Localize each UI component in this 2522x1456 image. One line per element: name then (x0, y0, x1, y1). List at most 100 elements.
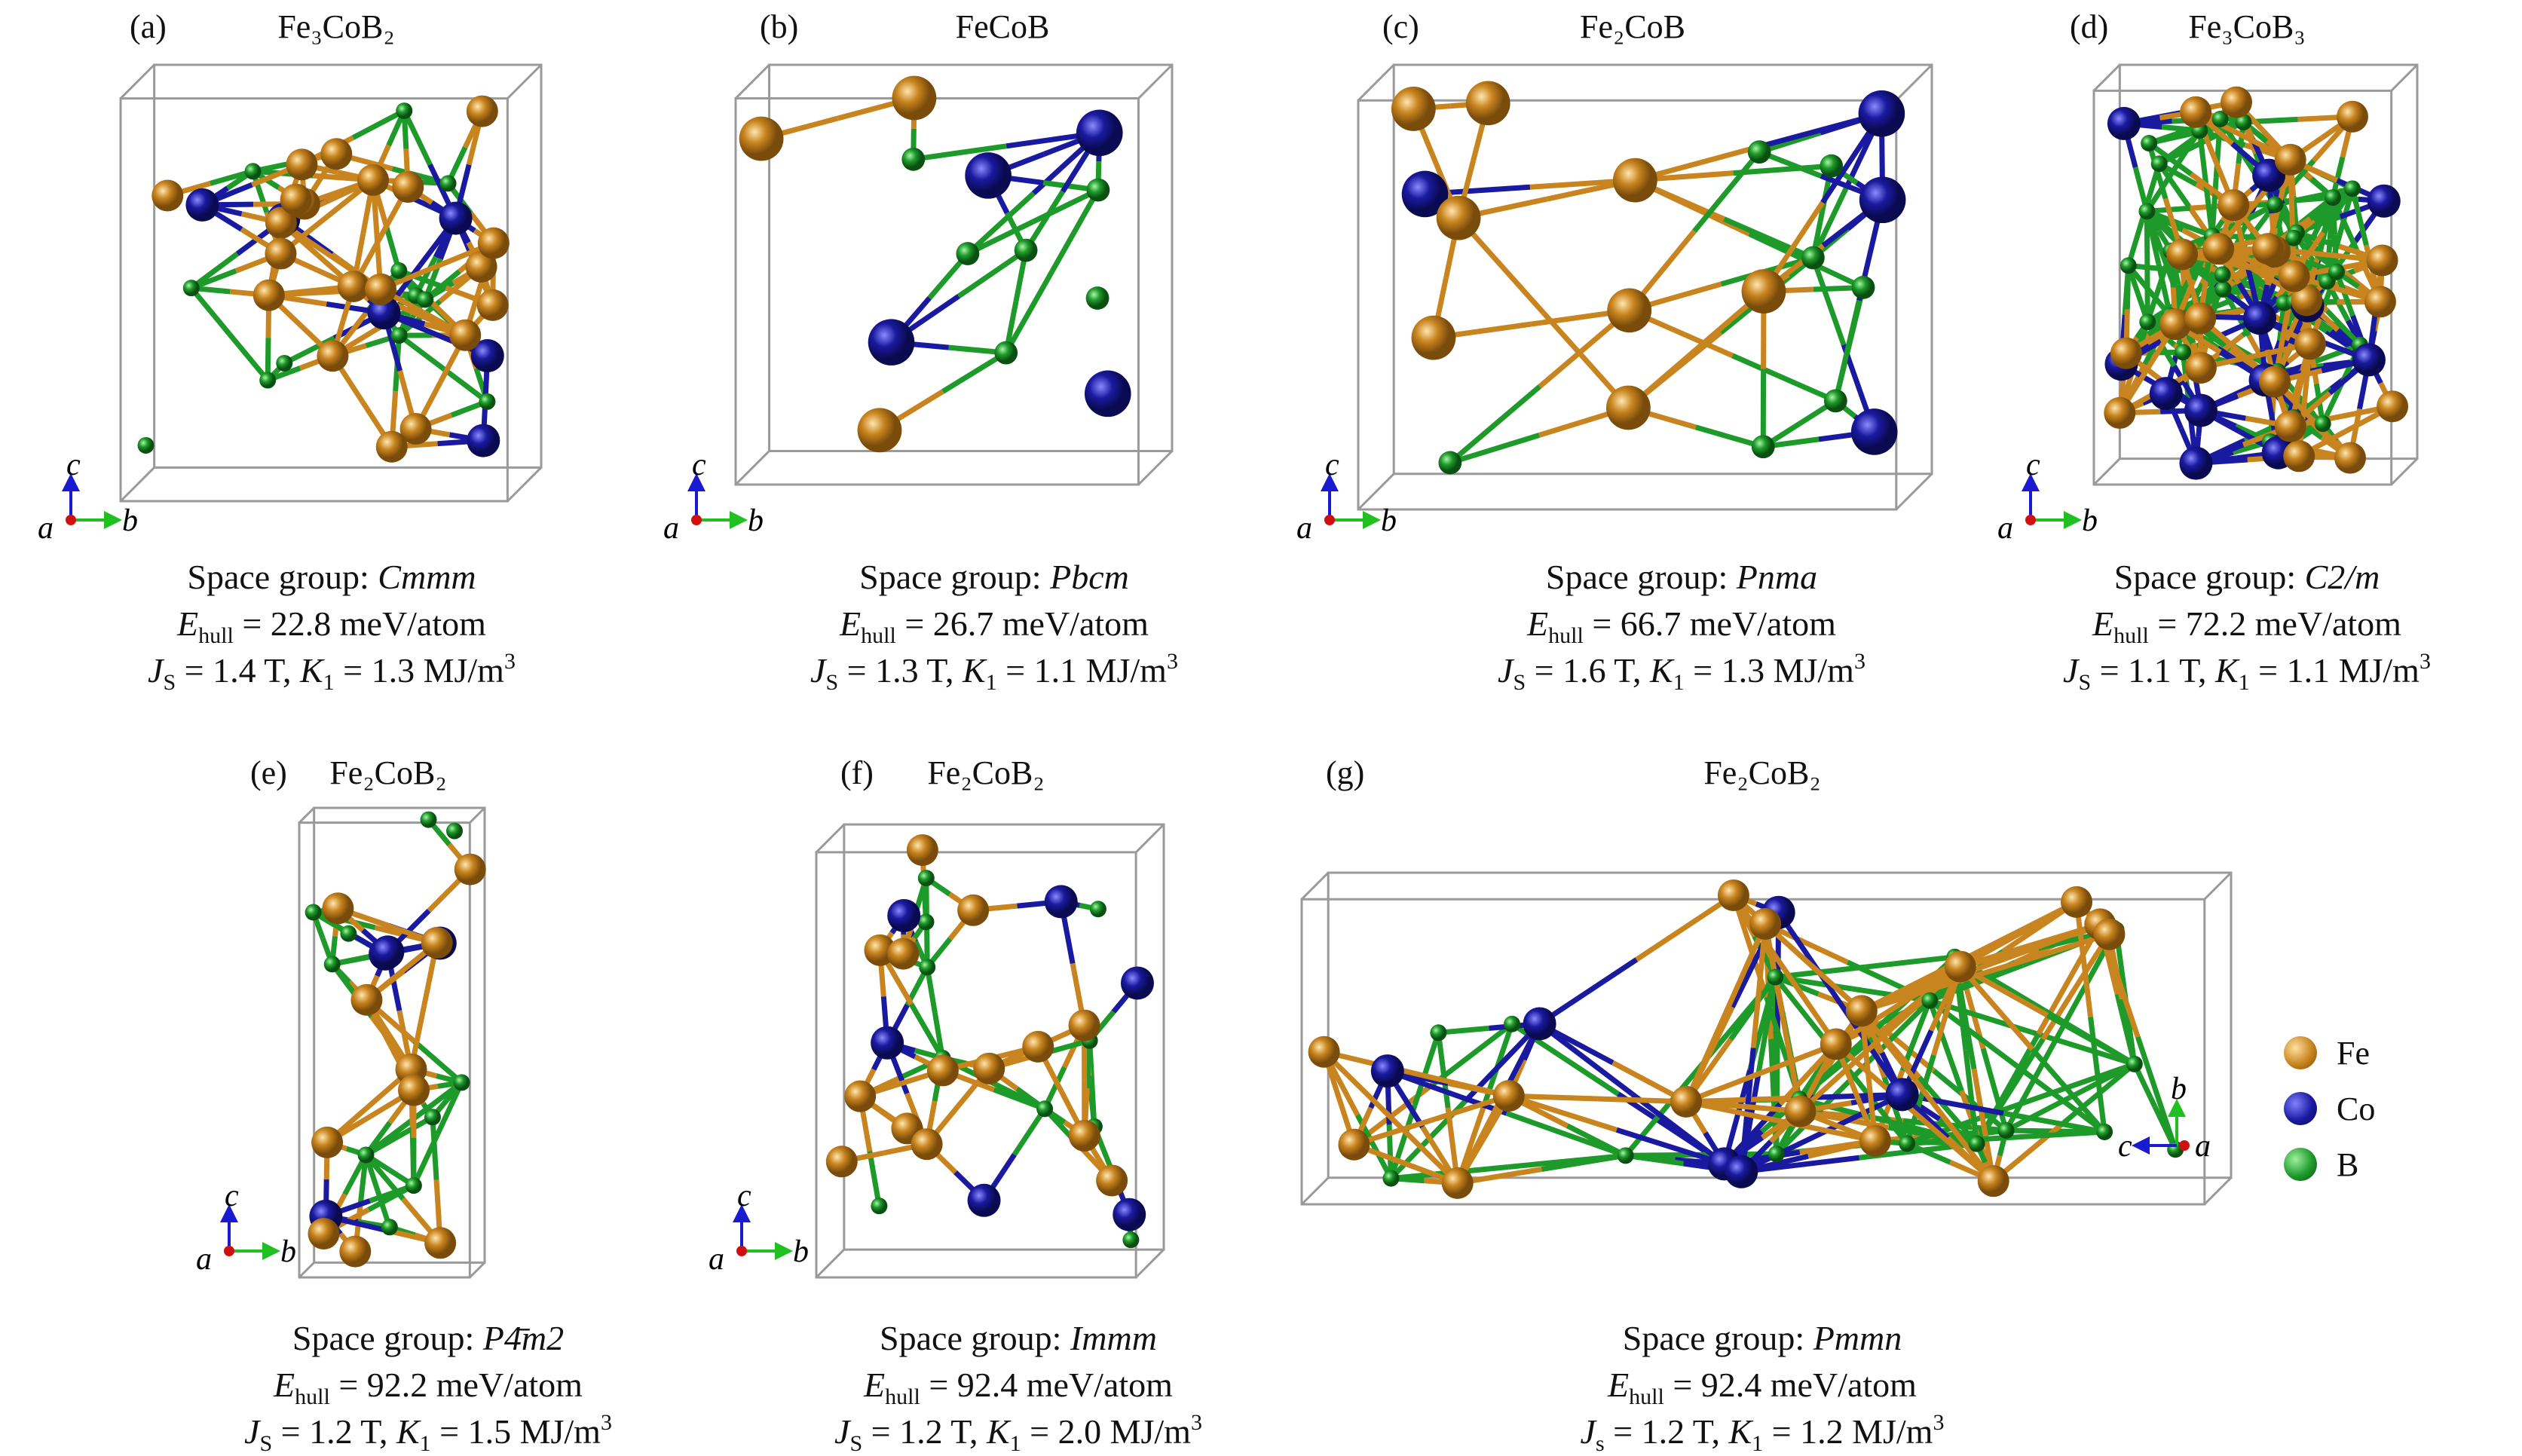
fe-atom (1820, 1029, 1852, 1060)
unit-cell-edge (736, 451, 770, 485)
fe-atom (365, 274, 396, 305)
fe-atom (1308, 1036, 1340, 1068)
fe-atom (1606, 386, 1651, 430)
b-atom (2141, 135, 2157, 151)
unit-cell-edge (1896, 65, 1932, 100)
bond (1540, 1023, 1633, 1094)
b-atom (1969, 1136, 1985, 1152)
co-atom (1859, 90, 1905, 137)
b-atom (1382, 1170, 1399, 1187)
b-atom (1899, 1135, 1915, 1152)
fe-atom (308, 1218, 339, 1250)
bond (1415, 1032, 1438, 1106)
unit-cell-edge (2392, 459, 2417, 485)
fe-atom (421, 927, 453, 959)
b-atom (956, 242, 979, 265)
fe-atom (311, 1127, 343, 1158)
co-atom (2107, 107, 2141, 140)
b-atom (324, 956, 341, 972)
b-atom (276, 355, 292, 372)
b-atom (1090, 901, 1106, 917)
b-atom (454, 1074, 470, 1090)
fe-atom (1069, 1010, 1100, 1042)
fe-atom (1613, 158, 1657, 203)
unit-cell-edge (299, 1262, 314, 1277)
unit-cell-edge (816, 824, 844, 852)
a-axis-label: a (196, 1242, 212, 1277)
unit-cell-edge (507, 65, 541, 99)
bond (2138, 1037, 2175, 1149)
fe-atom (1069, 1120, 1100, 1152)
b-axis-label: b (1381, 503, 1397, 538)
fe-atom (1493, 1080, 1525, 1112)
fe-atom (1859, 1125, 1891, 1157)
fe-atom (892, 76, 936, 121)
co-atom (1045, 885, 1078, 918)
bond (870, 1151, 880, 1206)
b-atom (994, 341, 1018, 365)
fe-atom (1978, 1165, 2009, 1197)
fe-atom (265, 238, 296, 270)
c-axis-label: c (2118, 1129, 2132, 1164)
unit-cell-edge (1302, 873, 1328, 899)
b-atom (901, 148, 925, 171)
co-atom (965, 152, 1012, 199)
fe-atom (2217, 189, 2249, 221)
b-atom (1438, 451, 1461, 475)
b-atom (919, 959, 935, 975)
co-atom (2367, 185, 2401, 218)
fe-atom (1742, 269, 1786, 314)
a-axis-dot (2025, 515, 2036, 525)
fe-atom (478, 228, 510, 259)
unit-cell-edge (470, 1262, 485, 1277)
fe-atom (398, 1075, 430, 1106)
b-atom (2214, 266, 2231, 283)
b-atom (1824, 389, 1847, 412)
fe-atom (286, 148, 317, 180)
fe-atom (973, 1053, 1005, 1084)
b-atom (1748, 140, 1771, 164)
b-atom (1752, 435, 1775, 458)
fe-atom (477, 289, 509, 321)
fe-atom (1607, 288, 1651, 332)
fe-atom (911, 1128, 943, 1160)
fe-atom (1670, 1086, 1702, 1118)
b-atom (381, 1219, 398, 1235)
fe-atom (907, 834, 938, 866)
fe-atom (957, 895, 989, 926)
co-atom (1076, 109, 1123, 156)
fe-atom (2275, 144, 2306, 176)
fe-atom (1846, 995, 1878, 1026)
a-axis-dot (224, 1246, 234, 1256)
b-atom (406, 1177, 422, 1194)
legend-label: B (2337, 1146, 2358, 1184)
fe-atom (1412, 316, 1456, 360)
unit-cell-edge (1302, 1178, 1328, 1204)
fe-atom (1749, 908, 1781, 940)
c-axis-label: c (66, 448, 81, 482)
fe-atom (927, 1054, 959, 1086)
a-axis-dot (2179, 1140, 2190, 1151)
fe-atom (2185, 352, 2217, 384)
b-atom (1015, 239, 1038, 262)
fe-atom (357, 164, 389, 196)
unit-cell-edge (2392, 65, 2417, 90)
a-axis-label: a (663, 511, 679, 546)
b-atom (2120, 257, 2137, 274)
b-atom (1820, 154, 1843, 178)
b-atom (2325, 189, 2341, 206)
fe-atom (2093, 919, 2125, 950)
co-atom (868, 319, 915, 366)
c-axis-label: c (1325, 448, 1339, 482)
fe-atom (338, 271, 369, 302)
co-atom (2179, 447, 2212, 480)
a-axis-dot (691, 515, 702, 525)
a-axis-label: a (1997, 511, 2013, 546)
b-atom (479, 393, 495, 410)
fe-atom (2259, 366, 2291, 397)
fe-atom (1784, 1096, 1816, 1127)
c-axis-label: c (692, 448, 706, 482)
fe-atom (339, 1236, 371, 1268)
a-axis-label: a (2195, 1129, 2211, 1164)
co-atom (871, 1026, 904, 1060)
